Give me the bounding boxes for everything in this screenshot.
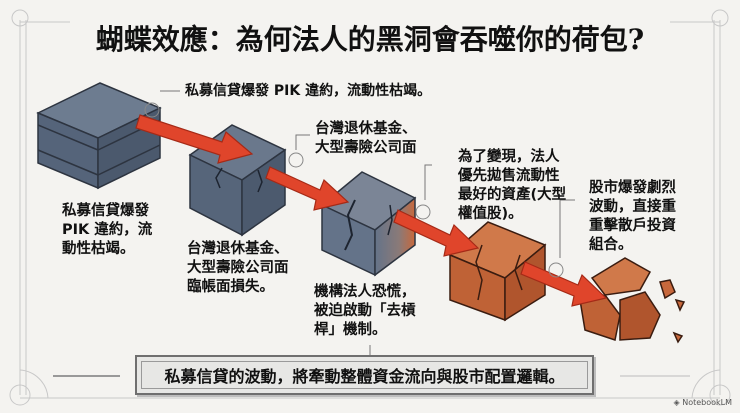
caption-step3-line1: 機構法人恐慌， xyxy=(314,284,416,300)
flow-arrows xyxy=(135,114,608,307)
callout-step5-line1: 股市爆發劇烈 xyxy=(589,180,676,196)
caption-step2-line2: 大型壽險公司面 xyxy=(187,260,289,276)
frame-decoration xyxy=(9,9,731,406)
caption-step2-line3: 臨帳面損失。 xyxy=(187,279,274,295)
caption-step1-line2: PIK 違約，流 xyxy=(62,222,153,238)
block-intact xyxy=(36,82,162,190)
callout-step2: 台灣退休基金、 大型壽險公司面 xyxy=(315,120,417,158)
gear-icons xyxy=(144,102,564,278)
callout-step1: 私募信貸爆發 PIK 違約，流動性枯竭。 xyxy=(185,83,432,99)
caption-step1-line3: 動性枯竭。 xyxy=(62,241,135,257)
callout-step5-line3: 重擊散戶投資 xyxy=(589,218,676,234)
block-shattered xyxy=(579,257,686,344)
summary-banner-text: 私募信貸的波動，將牽動整體資金流向與股市配置邏輯。 xyxy=(164,367,565,386)
caption-step1: 私募信貸爆發 PIK 違約，流 動性枯竭。 xyxy=(62,202,152,259)
callout-step4-line4: 權值股)。 xyxy=(458,206,523,222)
block-rust-cracked xyxy=(448,221,547,322)
leader-lines xyxy=(160,90,575,355)
page-title: 蝴蝶效應：為何法人的黑洞會吞噬你的荷包? xyxy=(95,23,645,56)
block-transitioning xyxy=(320,171,417,277)
caption-step2: 台灣退休基金、 大型壽險公司面 臨帳面損失。 xyxy=(187,240,289,297)
caption-step3-line3: 桿」機制。 xyxy=(314,322,387,338)
notebooklm-logo-icon: ◈ xyxy=(673,398,683,407)
callout-step4-line2: 優先拋售流動性 xyxy=(458,168,560,184)
caption-step3: 機構法人恐慌， 被迫啟動「去槓 桿」機制。 xyxy=(314,283,416,340)
notebooklm-watermark: ◈ NotebookLM xyxy=(674,398,733,407)
caption-step1-line1: 私募信貸爆發 xyxy=(62,203,149,219)
watermark-text: NotebookLM xyxy=(682,398,732,407)
caption-step3-line2: 被迫啟動「去槓 xyxy=(314,303,416,319)
callout-step5-line4: 組合。 xyxy=(589,237,633,253)
callout-step4-line1: 為了變現，法人 xyxy=(458,149,560,165)
callout-step4-line3: 最好的資產(大型 xyxy=(458,187,567,203)
callout-step4: 為了變現，法人 優先拋售流動性 最好的資產(大型 權值股)。 xyxy=(458,148,566,224)
caption-step2-line1: 台灣退休基金、 xyxy=(187,241,289,257)
summary-banner: 私募信貸的波動，將牽動整體資金流向與股市配置邏輯。 xyxy=(135,355,594,395)
callout-step5-line2: 波動，直接重 xyxy=(589,199,676,215)
callout-step5: 股市爆發劇烈 波動，直接重 重擊散戶投資 組合。 xyxy=(589,179,676,255)
callout-step2-line2: 大型壽險公司面 xyxy=(315,140,417,156)
callout-step2-line1: 台灣退休基金、 xyxy=(315,121,417,137)
